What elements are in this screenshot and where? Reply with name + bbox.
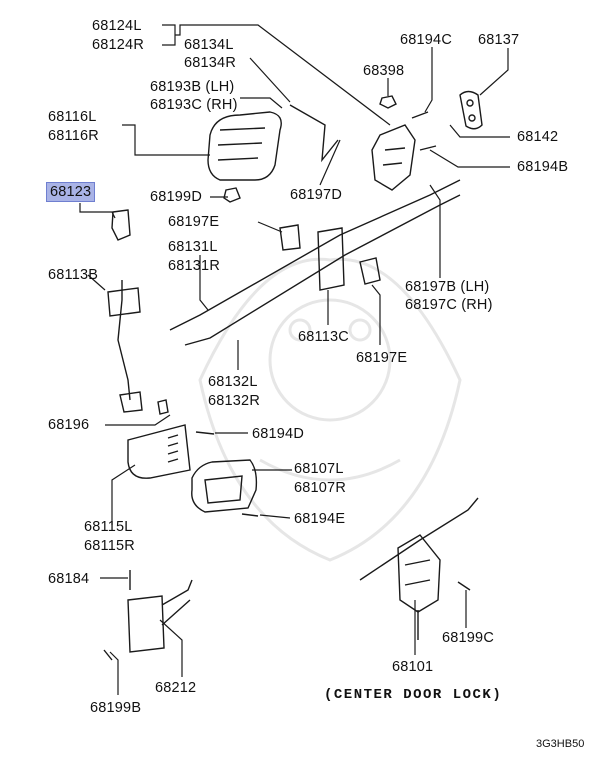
- label-68194b: 68194B: [517, 159, 569, 175]
- label-68199c: 68199C: [442, 630, 494, 646]
- clip-68197e-top: [279, 224, 301, 251]
- leader-68193: [240, 97, 283, 109]
- leader-68194c: [424, 47, 433, 113]
- label-68193c: 68193C (RH): [150, 97, 238, 113]
- bolt-68194d: [195, 431, 215, 435]
- label-68107r: 68107R: [294, 480, 346, 496]
- label-68116r: 68116R: [48, 128, 99, 144]
- label-68197d: 68197D: [290, 187, 342, 203]
- inside-handle-68115: [127, 424, 191, 479]
- leader-68197d: [319, 139, 341, 186]
- label-68197b: 68197B (LH): [405, 279, 490, 295]
- label-68123-highlighted: 68123: [46, 182, 96, 202]
- label-68124r: 68124R: [92, 37, 144, 53]
- leader-68115: [111, 464, 136, 525]
- label-68196: 68196: [48, 417, 90, 433]
- label-68132r: 68132R: [208, 393, 260, 409]
- label-68116l: 68116L: [48, 109, 97, 125]
- label-68184: 68184: [48, 571, 90, 587]
- label-68199b: 68199B: [90, 700, 142, 716]
- label-68124l: 68124L: [92, 18, 142, 34]
- label-68113b: 68113B: [48, 267, 99, 283]
- label-68131r: 68131R: [168, 258, 220, 274]
- label-68101: 68101: [392, 659, 434, 675]
- clip-68196: [119, 391, 169, 415]
- leader-68113b: [87, 274, 106, 291]
- label-68398: 68398: [363, 63, 405, 79]
- label-68194c: 68194C: [400, 32, 452, 48]
- bolt-68194c: [411, 111, 429, 119]
- label-68212: 68212: [155, 680, 197, 696]
- leader-68197b: [429, 184, 441, 278]
- label-68134l: 68134L: [184, 37, 234, 53]
- outside-handle: [207, 111, 282, 181]
- lock-68142: [371, 124, 416, 191]
- holder-68113b: [107, 287, 141, 317]
- label-68113c: 68113C: [298, 329, 349, 345]
- label-68142: 68142: [517, 129, 559, 145]
- center-lock-68101: [397, 534, 441, 613]
- leader-68194e: [259, 514, 291, 519]
- escutcheon-68107: [191, 459, 258, 513]
- diagram-code: 3G3HB50: [536, 738, 585, 750]
- clip-68113c: [317, 227, 345, 291]
- label-68194d: 68194D: [252, 426, 304, 442]
- bolt-68194b: [419, 145, 437, 151]
- rod-68132: [184, 194, 461, 346]
- label-68115l: 68115L: [84, 519, 133, 535]
- cable-68101: [359, 497, 479, 581]
- bolt-68194e: [241, 513, 259, 517]
- rod-68113b: [117, 280, 131, 401]
- clip-68123: [111, 209, 131, 241]
- label-68137: 68137: [478, 32, 520, 48]
- leader-68134: [249, 57, 291, 103]
- label-68197e-low: 68197E: [356, 350, 408, 366]
- leader-68196: [105, 414, 171, 426]
- leader-68212: [159, 619, 183, 677]
- leader-68116: [122, 124, 210, 156]
- door-check-68212: [127, 595, 165, 653]
- leader-68137: [479, 48, 509, 96]
- label-68134r: 68134R: [184, 55, 236, 71]
- leader-68124-68134: [162, 24, 391, 126]
- leader-68197e-low: [371, 284, 381, 345]
- leader-68194b: [429, 149, 510, 168]
- bolt-68199b: [103, 649, 113, 661]
- clip-68197e-low: [359, 257, 381, 285]
- label-68197e-top: 68197E: [168, 214, 220, 230]
- leader-68131: [199, 255, 209, 311]
- outside-handle-rod: [289, 104, 339, 163]
- label-68193b: 68193B (LH): [150, 79, 235, 95]
- watermark-emblem: [198, 257, 462, 562]
- nut-68398: [379, 95, 397, 109]
- leader-68199b: [109, 651, 119, 695]
- label-68131l: 68131L: [168, 239, 218, 255]
- bolt-68199c: [457, 581, 471, 591]
- label-68197c: 68197C (RH): [405, 297, 493, 313]
- label-68115r: 68115R: [84, 538, 135, 554]
- leader-68123: [79, 203, 116, 219]
- nut-68199d: [223, 187, 241, 203]
- leader-68142: [449, 124, 510, 138]
- label-68132l: 68132L: [208, 374, 258, 390]
- label-68199d: 68199D: [150, 189, 202, 205]
- leader-68197e-top: [257, 221, 283, 233]
- center-door-lock-caption: (CENTER DOOR LOCK): [324, 687, 503, 703]
- rod-68131: [169, 179, 461, 331]
- label-68194e: 68194E: [294, 511, 346, 527]
- label-68107l: 68107L: [294, 461, 344, 477]
- striker-68137: [459, 90, 483, 130]
